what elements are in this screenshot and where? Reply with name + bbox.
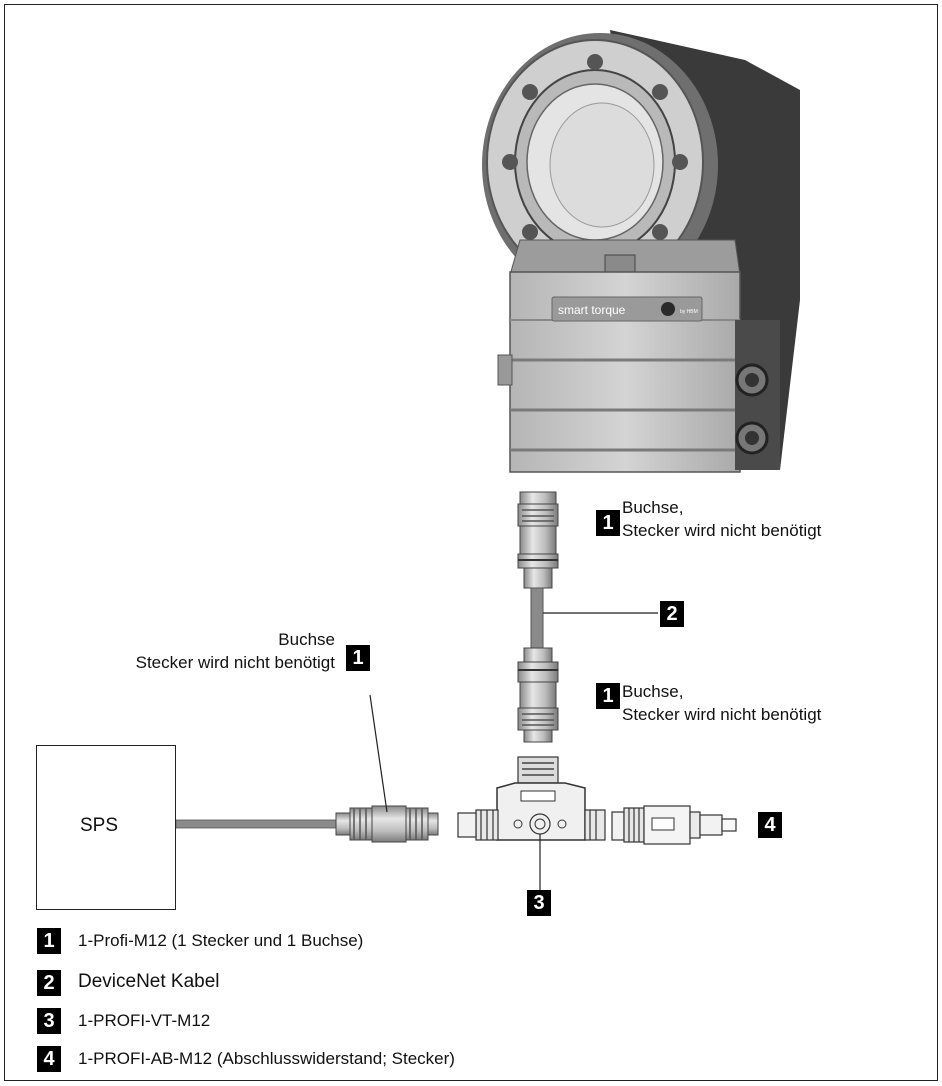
legend-text-4: 1-PROFI-AB-M12 (Abschlusswiderstand; Ste… (78, 1048, 455, 1070)
device-brand-suffix: by HBM (680, 309, 698, 315)
tee-connector (458, 757, 605, 895)
callout-label-plug-left-line1: Buchse (180, 629, 335, 651)
devicenet-cable-vertical (531, 588, 543, 648)
sps-cable (176, 820, 336, 828)
callout-number-plug-mid: 1 (596, 683, 620, 709)
legend-number-2: 2 (37, 970, 61, 996)
callout-label-plug-top-line2: Stecker wird nicht benötigt (622, 520, 821, 542)
callout-number-cable: 2 (660, 601, 684, 627)
callout-label-plug-left-line2: Stecker wird nicht benötigt (60, 652, 335, 674)
device-brand-text: smart torque (558, 303, 626, 317)
callout-number-tee: 3 (527, 890, 551, 916)
middle-socket-connector (518, 648, 558, 742)
callout-number-plug-top: 1 (596, 510, 620, 536)
legend-text-2: DeviceNet Kabel (78, 971, 220, 993)
legend-number-4: 4 (37, 1046, 61, 1072)
legend-number-3: 3 (37, 1008, 61, 1034)
sps-label: SPS (80, 815, 118, 837)
torque-sensor-device: smart torque by HBM (482, 30, 800, 472)
callout-label-plug-mid-line1: Buchse, (622, 681, 683, 703)
legend-text-3: 1-PROFI-VT-M12 (78, 1010, 210, 1032)
callout-label-plug-top-line1: Buchse, (622, 497, 683, 519)
terminator-plug (612, 806, 736, 844)
top-socket-connector (518, 492, 558, 588)
callout-label-plug-mid-line2: Stecker wird nicht benötigt (622, 704, 821, 726)
callout-number-plug-left: 1 (346, 645, 370, 671)
legend-number-1: 1 (37, 928, 61, 954)
legend-text-1: 1-Profi-M12 (1 Stecker und 1 Buchse) (78, 930, 363, 952)
callout-number-terminator: 4 (758, 812, 782, 838)
